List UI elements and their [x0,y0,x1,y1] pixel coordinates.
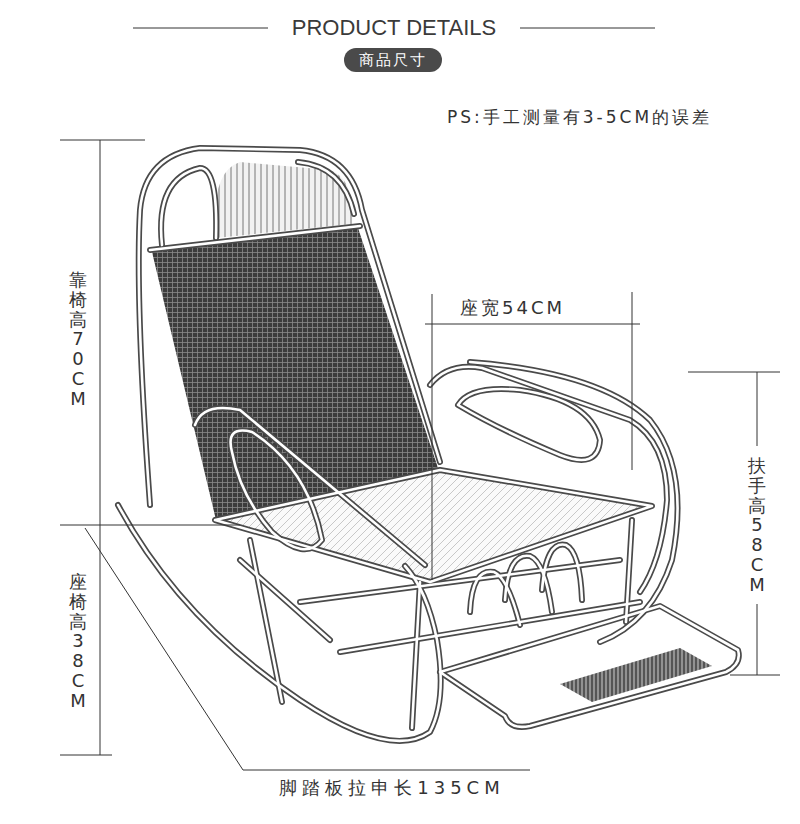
dimension-label: 扶手高58CM [748,456,766,595]
dimension-lines [60,28,780,770]
dimension-label: 靠椅高70CM [69,270,87,409]
height-dimension [60,140,240,755]
frame-highlight [118,148,739,741]
seat-width-dimension [425,292,640,580]
dimension-label: 脚踏板拉申长135CM [279,777,504,799]
armrest-dimension [688,372,780,675]
section-pill: 商品尺寸 [344,48,442,72]
measurement-note: PS:手工测量有3-5CM的误差 [447,107,712,127]
pill-text: 商品尺寸 [359,51,427,69]
dimension-label: 座宽54CM [460,297,565,319]
footrest-dimension [85,528,530,770]
dimension-label: 座椅高38CM [69,572,87,711]
page-title: PRODUCT DETAILS [292,15,497,41]
frame-outline [118,148,739,741]
